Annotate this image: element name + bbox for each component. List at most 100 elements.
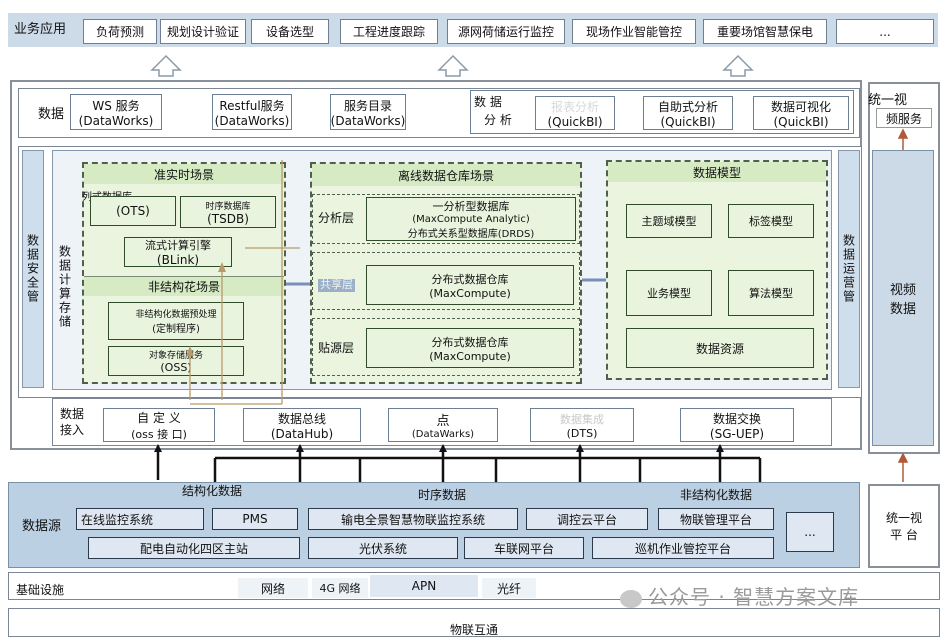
- pms-label: PMS: [242, 512, 268, 526]
- self-analysis-sub: (QuickBI): [660, 114, 716, 129]
- visualization-title: 数据可视化: [770, 99, 831, 114]
- sguep-title: 数据交换: [712, 411, 761, 426]
- source-db-sub: (MaxCompute): [429, 349, 511, 363]
- business-model-label: 业务模型: [647, 287, 691, 300]
- infra-apn: APN: [370, 575, 478, 597]
- inspection-platform-label: 巡机作业管控平台: [634, 541, 731, 556]
- tsdb-title: 时序数据库: [205, 201, 251, 212]
- datasource-more-label: ...: [804, 525, 816, 539]
- unstructured-title-text: 非结构花场景: [147, 280, 220, 294]
- video-data-2: 数据: [889, 302, 916, 317]
- shared-db-title: 分布式数据仓库: [431, 272, 509, 286]
- realtime-title: 准实时场景: [84, 164, 284, 184]
- business-item-label: 源网荷储运行监控: [457, 25, 554, 39]
- preprocess-title: 非结构化数据预处理: [135, 310, 217, 320]
- data-visualization[interactable]: 数据可视化(QuickBI): [753, 96, 849, 130]
- report-analysis[interactable]: 报表分析(QuickBI): [535, 96, 615, 130]
- ws-service[interactable]: WS 服务(DataWorks): [70, 94, 162, 130]
- data-resource[interactable]: 数据资源: [626, 328, 814, 368]
- business-item-label: 规划设计验证: [166, 25, 239, 39]
- online-monitor[interactable]: 在线监控系统: [76, 508, 204, 530]
- blink-box[interactable]: 流式计算引擎(BLink): [124, 237, 232, 267]
- offline-title-text: 离线数据仓库场景: [397, 168, 494, 183]
- video-service-box[interactable]: 频服务: [876, 108, 932, 128]
- sguep-access[interactable]: 数据交换(SG-UEP): [680, 408, 794, 442]
- shared-layer: [312, 252, 580, 310]
- tag-model[interactable]: 标签模型: [728, 204, 814, 238]
- dts-access[interactable]: 数据集成(DTS): [530, 408, 634, 442]
- business-item-label: 重要场馆智慧保电: [716, 25, 813, 39]
- offline-title: 离线数据仓库场景: [312, 164, 580, 186]
- custom-access-title: 自 定 义: [137, 410, 181, 425]
- flow-arrow-icon: [186, 262, 226, 356]
- source-db-title: 分布式数据仓库: [431, 335, 509, 349]
- data-resource-label: 数据资源: [695, 341, 744, 356]
- analysis-label-1: 数 据: [474, 95, 502, 109]
- algorithm-model[interactable]: 算法模型: [728, 270, 814, 316]
- report-analysis-sub: (QuickBI): [547, 114, 603, 129]
- business-item-label: ...: [879, 24, 891, 39]
- analysis-db-box[interactable]: 一分析型数据库(MaxCompute Analytic)分布式关系型数据库(DR…: [366, 197, 576, 241]
- subject-model[interactable]: 主题域模型: [626, 204, 712, 238]
- restful-service-sub: (DataWorks): [214, 113, 290, 128]
- self-service-analysis[interactable]: 自助式分析(QuickBI): [643, 96, 733, 130]
- video-platform-2: 平 台: [890, 528, 918, 542]
- pms[interactable]: PMS: [212, 508, 298, 530]
- business-item-equipment[interactable]: 设备选型: [251, 19, 329, 44]
- drds-label: 分布式关系型数据库(DRDS): [407, 229, 535, 240]
- business-item-label: 负荷预测: [95, 25, 144, 39]
- datahub-access[interactable]: 数据总线(DataHub): [243, 408, 361, 442]
- dispatch-cloud[interactable]: 调控云平台: [526, 508, 648, 530]
- analysis-label-2: 分 析: [484, 113, 512, 127]
- business-item-grid-monitor[interactable]: 源网荷储运行监控: [447, 19, 565, 44]
- distribution-automation-label: 配电自动化四区主站: [139, 541, 248, 556]
- transmission-monitor-label: 输电全景智慧物联监控系统: [340, 512, 485, 527]
- business-item-label: 设备选型: [265, 25, 314, 39]
- oss-title: 对象存储服务: [148, 351, 203, 361]
- video-data-box[interactable]: 视频 数据: [872, 150, 934, 446]
- distribution-automation[interactable]: 配电自动化四区主站: [88, 537, 300, 559]
- oss-box[interactable]: 对象存储服务(OSS): [108, 346, 244, 376]
- business-item-progress[interactable]: 工程进度跟踪: [340, 19, 438, 44]
- operation-side-label: 数据运营管: [841, 234, 856, 304]
- watermark: 公众号 · 智慧方案文库: [648, 585, 860, 609]
- infra-fiber: 光纤: [482, 578, 536, 598]
- business-item-field-control[interactable]: 现场作业智能管控: [572, 19, 696, 44]
- security-side-label: 数据安全管: [25, 234, 40, 304]
- analysis-layer: [312, 194, 580, 244]
- video-platform[interactable]: 统一视 平 台: [868, 484, 940, 568]
- iot-platform-label: 物联管理平台: [679, 512, 752, 527]
- business-item-venue-power[interactable]: 重要场馆智慧保电: [703, 19, 827, 44]
- report-analysis-title: 报表分析: [550, 99, 599, 114]
- business-item-label: 工程进度跟踪: [352, 25, 425, 39]
- tsdb-sub: (TSDB): [207, 211, 249, 226]
- infra-fiber-label: 光纤: [496, 581, 521, 596]
- datasource-more[interactable]: ...: [786, 512, 834, 552]
- video-service-1: 统一视: [868, 93, 908, 108]
- dataworks-access[interactable]: 点(DataWarks): [388, 408, 498, 442]
- ev-platform-label: 车联网平台: [493, 541, 554, 556]
- shared-db-box[interactable]: 分布式数据仓库(MaxCompute): [366, 265, 574, 305]
- preprocess-box[interactable]: 非结构化数据预处理(定制程序): [108, 302, 244, 340]
- analysis-db-sub: (MaxCompute Analytic): [412, 214, 530, 225]
- source-layer-label: 贴源层: [318, 341, 355, 355]
- sguep-sub: (SG-UEP): [709, 426, 765, 441]
- business-model[interactable]: 业务模型: [626, 270, 712, 316]
- inspection-platform[interactable]: 巡机作业管控平台: [592, 537, 774, 559]
- ev-platform[interactable]: 车联网平台: [464, 537, 584, 559]
- ots-box[interactable]: (OTS): [90, 196, 176, 226]
- custom-access[interactable]: 自 定 义(oss 接 口): [103, 408, 215, 442]
- ws-service-sub: (DataWorks): [78, 113, 154, 128]
- transmission-monitor[interactable]: 输电全景智慧物联监控系统: [308, 508, 518, 530]
- pv-system[interactable]: 光伏系统: [308, 537, 458, 559]
- service-catalog[interactable]: 服务目录(DataWorks): [330, 94, 406, 130]
- source-db-box[interactable]: 分布式数据仓库(MaxCompute): [366, 328, 574, 368]
- tsdb-box[interactable]: 时序数据库(TSDB): [180, 196, 276, 228]
- business-item-more[interactable]: ...: [836, 19, 934, 44]
- business-item-planning[interactable]: 规划设计验证: [160, 19, 246, 44]
- realtime-title-text: 准实时场景: [153, 167, 214, 182]
- infra-label: 基础设施: [16, 583, 65, 597]
- iot-platform[interactable]: 物联管理平台: [658, 508, 774, 530]
- business-item-load-forecast[interactable]: 负荷预测: [83, 19, 157, 44]
- restful-service[interactable]: Restful服务(DataWorks): [212, 94, 292, 130]
